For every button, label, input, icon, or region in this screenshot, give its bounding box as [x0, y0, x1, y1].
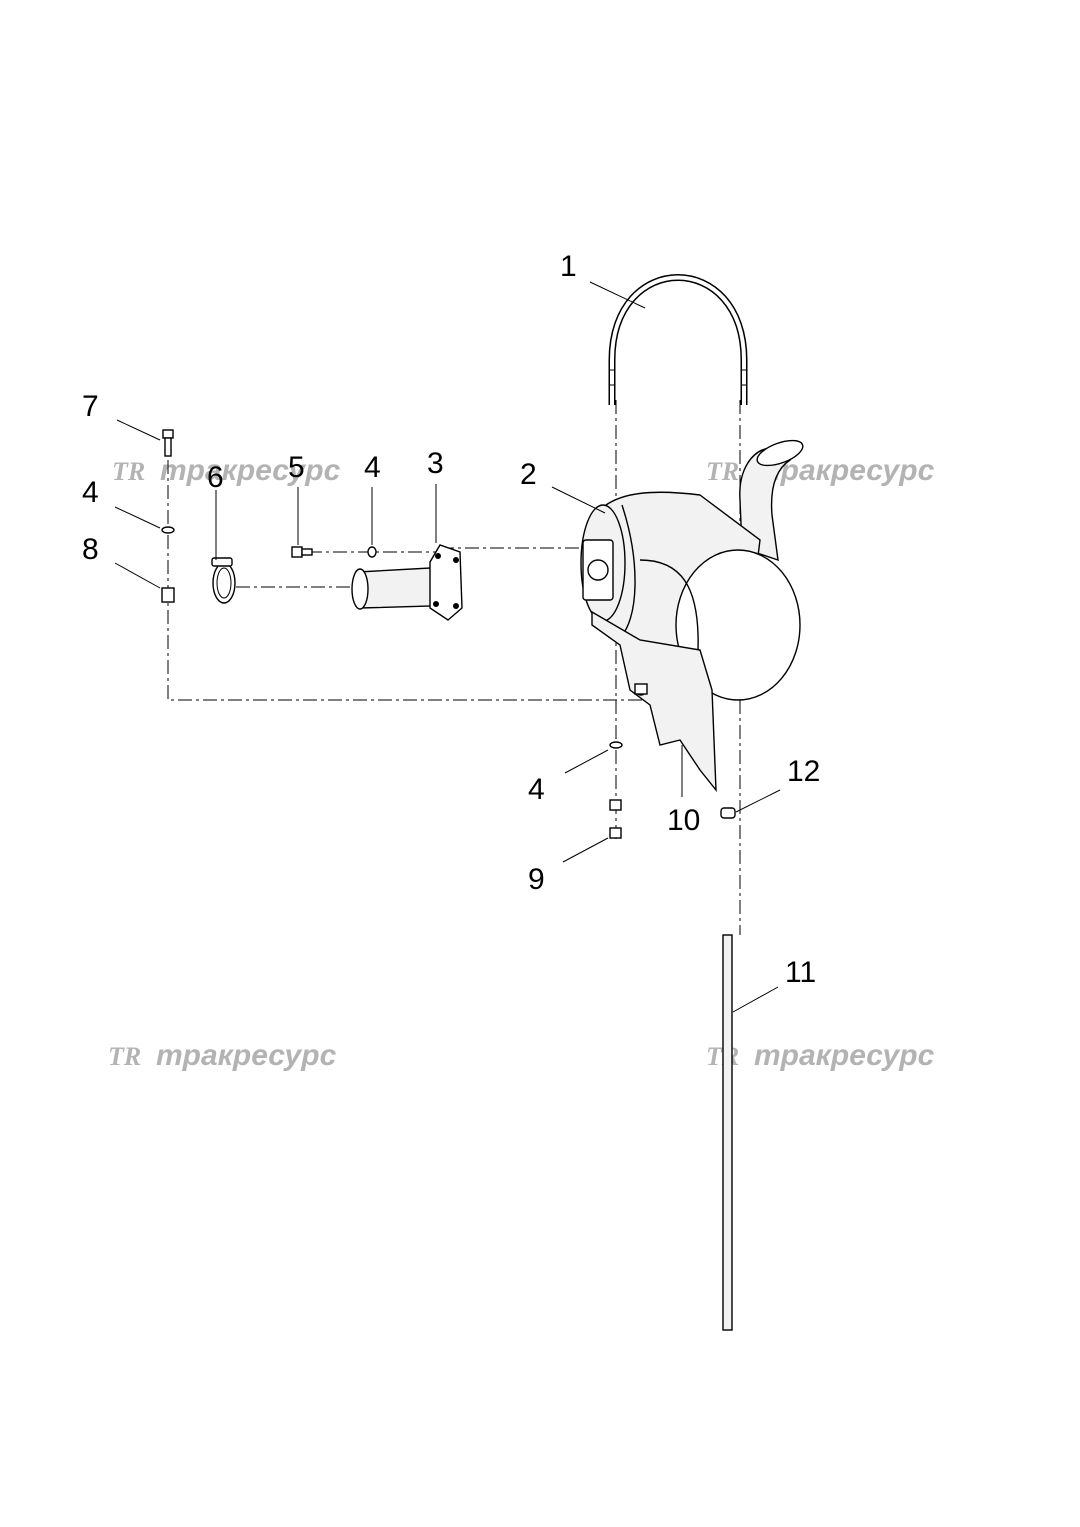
callout-labels: 1 2 3 4 5 6 7 4 8 4 9 10 12 11 — [82, 250, 820, 989]
watermark-text: тракресурс — [754, 1039, 935, 1072]
center-line-left-bolt — [167, 460, 660, 701]
part-washer-4-lower — [609, 741, 623, 749]
callout-3: 3 — [427, 447, 444, 480]
callout-9: 9 — [528, 863, 545, 896]
callout-4-lower: 4 — [528, 773, 545, 806]
callout-8: 8 — [82, 533, 99, 566]
part-clip-12 — [720, 807, 736, 819]
part-rod-11 — [722, 934, 733, 1331]
leader-lines — [114, 281, 781, 1013]
callout-4-left: 4 — [82, 476, 99, 509]
callout-11: 11 — [785, 956, 816, 989]
part-bolt-5 — [291, 546, 313, 558]
part-washer-4-upper — [367, 546, 377, 558]
watermark-bottom-right: TR тракресурс — [706, 1039, 935, 1072]
watermark-logo: TR — [706, 457, 739, 486]
callout-5: 5 — [288, 451, 305, 484]
part-u-bolt — [608, 274, 748, 405]
watermark-logo: TR — [112, 457, 145, 486]
callout-10: 10 — [667, 804, 700, 837]
part-clamp — [211, 557, 236, 604]
part-flange-pipe — [351, 544, 463, 621]
callout-7: 7 — [82, 390, 99, 423]
part-muffler — [580, 439, 804, 701]
callout-6: 6 — [207, 461, 224, 494]
watermark-logo: TR — [108, 1042, 141, 1071]
part-nut-8 — [161, 587, 175, 603]
part-nuts-9 — [609, 799, 622, 839]
callout-4-upper: 4 — [364, 451, 381, 484]
watermark-top-left: TR тракресурс — [112, 454, 341, 487]
callout-12: 12 — [787, 755, 820, 788]
part-bolt-7 — [162, 429, 174, 457]
watermark-text: тракресурс — [156, 1039, 337, 1072]
watermark-bottom-left: TR тракресурс — [108, 1039, 337, 1072]
part-washer-4-left — [161, 526, 175, 534]
callout-1: 1 — [560, 250, 577, 283]
callout-2: 2 — [520, 458, 537, 491]
part-bracket — [591, 610, 717, 793]
watermark-text: тракресурс — [160, 454, 341, 487]
